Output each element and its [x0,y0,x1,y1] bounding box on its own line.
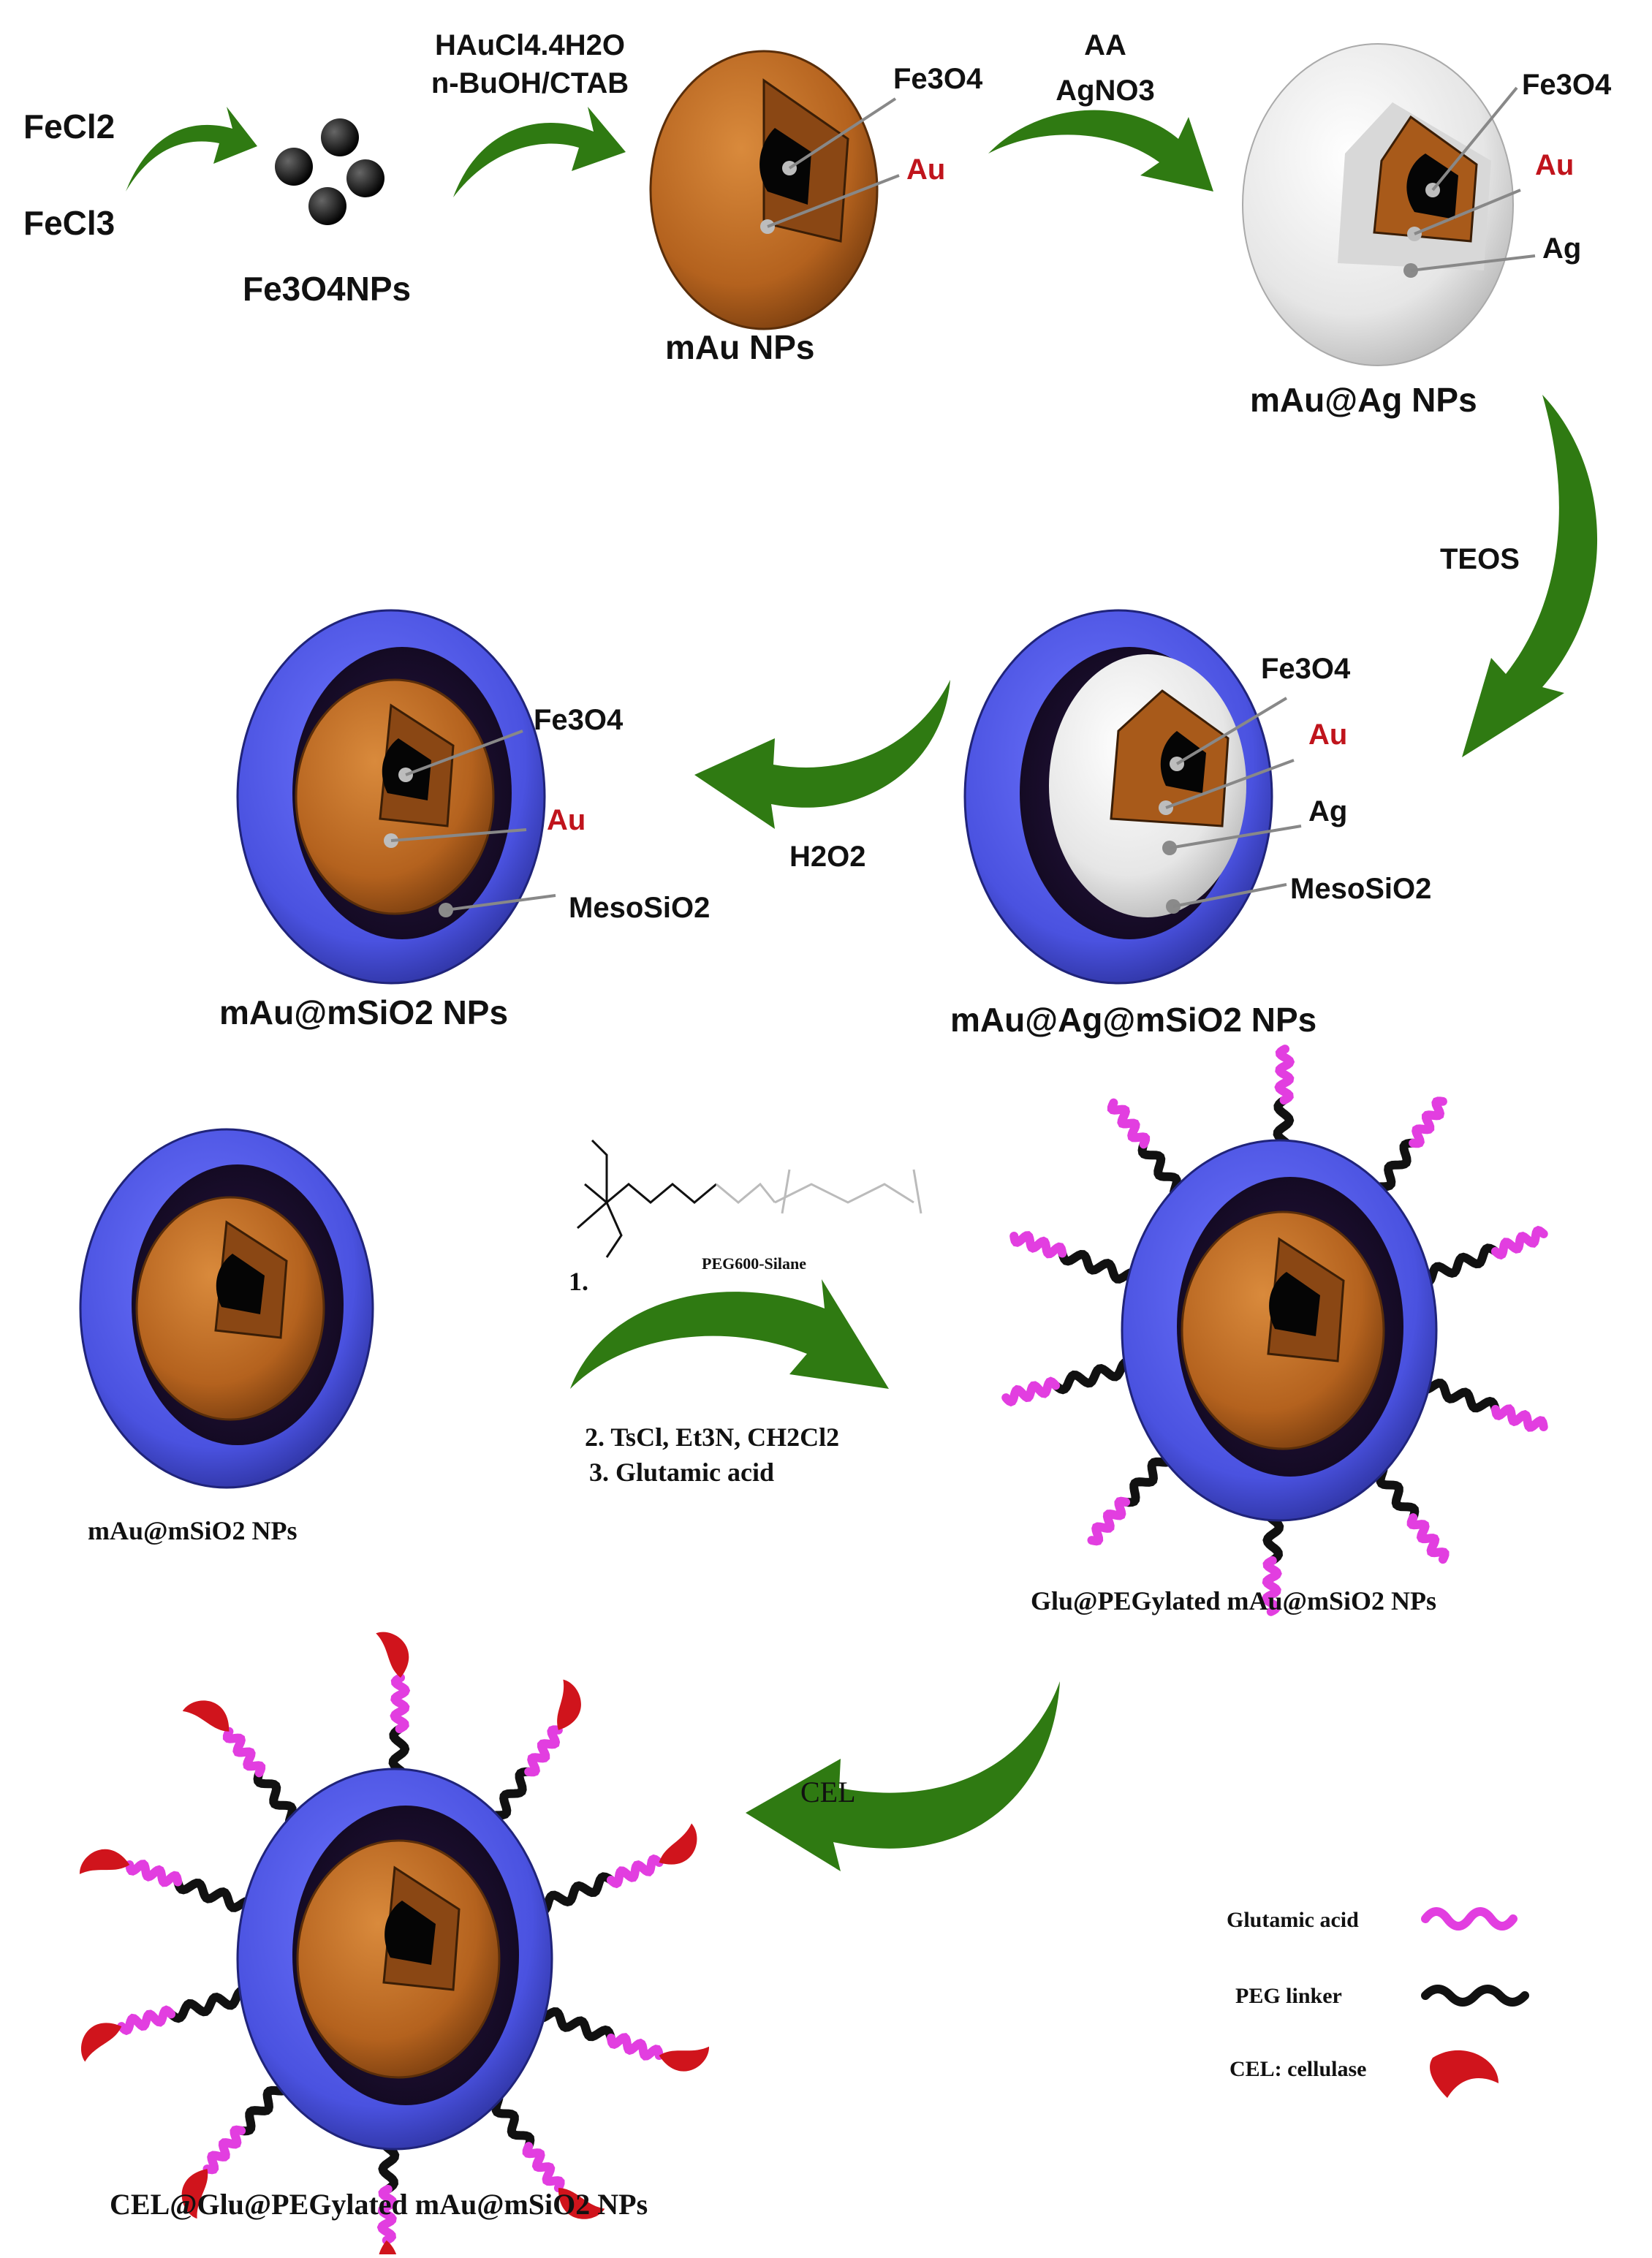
glutamic-acid-chain [1274,1045,1295,1105]
mau-msio2-au-label: Au [547,804,586,836]
glutamic-acid-chain [606,2033,664,2061]
reagent-haucl4-label: HAuCl4.4H2O [434,29,626,61]
mau-ag-au-label: Au [1535,149,1575,181]
cellulase-enzyme [557,1679,581,1730]
peg-step2-label: 2. TsCl, Et3N, CH2Cl2 [585,1422,840,1452]
legend-cellulase-label: CEL: cellulase [1229,2057,1367,2081]
cellulase-enzyme [182,1700,230,1732]
glutamic-acid-chain [1409,1096,1447,1148]
fe3o4-nanoparticle-cluster [275,118,384,225]
peg-linker-chain [1415,1243,1500,1287]
mau-msio2-nps-label: mAu@mSiO2 NPs [219,993,509,1031]
mau-msio2-small-label: mAu@mSiO2 NPs [88,1516,298,1545]
glutamic-acid-chain [606,1854,664,1889]
peg-linker-chain [173,1877,258,1914]
mau-ag-msio2-au-label: Au [1308,719,1348,751]
arrow-h2o2-left [694,680,950,829]
glutamic-acid-chain [1490,1225,1548,1260]
cellulase-enzyme [181,2169,208,2219]
arrow-cel-left [746,1681,1060,1871]
reagent-teos-label: TEOS [1440,543,1520,575]
mau-nps-label: mAu NPs [665,328,815,366]
glutamic-acid-chain [1490,1404,1548,1432]
reagent-buoh-ctab-label: n-BuOH/CTAB [431,67,629,99]
arrow-fecl-to-fe3o4 [126,107,257,192]
arrow-to-mau [453,107,626,197]
mau-msio2-particle [236,609,556,985]
mau-ag-msio2-particle [963,609,1302,985]
glu-peg-nps-label: Glu@PEGylated mAu@mSiO2 NPs [1031,1586,1437,1615]
glutamic-acid-chain [1087,1496,1131,1546]
fecl3-label: FeCl3 [23,204,115,242]
peg-linker-chain [167,1986,254,2023]
cellulase-enzyme [659,2046,710,2072]
arrow-teos-down [1462,395,1598,757]
reagent-h2o2-label: H2O2 [789,841,866,873]
legend-glutamic-swatch [1421,1907,1518,1931]
fe3o4-particle [321,118,359,156]
legend-peg-label: PEG linker [1235,1984,1342,2008]
mau-ag-fe3o4-label: Fe3O4 [1522,69,1612,101]
reagent-agno3-label: AgNO3 [1056,75,1155,107]
mau-ag-nps-label: mAu@Ag NPs [1250,381,1477,419]
glutamic-acid-chain [524,1725,563,1777]
peg-linker-chain [1051,1357,1138,1395]
cellulase-enzyme [376,1632,409,1678]
mau-ag-ag-label: Ag [1542,232,1582,265]
fe3o4-particle [308,187,346,225]
mau-fe3o4-label: Fe3O4 [893,63,983,95]
peg-linker-chain [531,1872,615,1916]
mau-ag-msio2-ag-label: Ag [1308,795,1348,827]
peg-silane-structure [577,1139,922,1258]
fecl2-label: FeCl2 [23,107,115,145]
glutamic-acid-chain [1406,1513,1450,1564]
legend-glutamic-label: Glutamic acid [1227,1908,1359,1932]
cellulase-enzyme [80,2023,122,2062]
fe3o4-particle [275,148,313,186]
cel-glu-peg-nps-label: CEL@Glu@PEGylated mAu@mSiO2 NPs [110,2188,648,2221]
cellulase-enzyme [659,1823,697,1865]
glutamic-acid-chain [376,2184,398,2245]
cel-glu-pegylated-particle [79,1632,710,2258]
glu-pegylated-particle [1001,1045,1548,1616]
mau-ag-particle [1242,43,1536,366]
glutamic-acid-chain [125,1860,183,1887]
glutamic-acid-chain [1261,1556,1282,1616]
peg-linker-chain [1058,1249,1143,1285]
cellulase-enzyme [79,1849,130,1874]
mau-ag-msio2-fe3o4-label: Fe3O4 [1261,653,1351,685]
mau-msio2-fe3o4-label: Fe3O4 [534,704,624,736]
fe3o4-particle [346,159,384,197]
glutamic-acid-chain [1107,1098,1151,1149]
glutamic-acid-chain [202,2125,246,2175]
fe3o4-nps-label: Fe3O4NPs [243,270,412,308]
reagent-cel-label: CEL [800,1776,856,1808]
arrow-peg-right [570,1279,889,1389]
peg-step3-label: 3. Glutamic acid [589,1458,774,1487]
peg-silane-label: PEG600-Silane [702,1254,807,1273]
glutamic-acid-chain [390,1673,411,1734]
arrow-to-mau-ag [988,110,1213,192]
peg-linker-chain [1415,1377,1500,1414]
legend-peg-swatch [1421,1985,1529,2007]
mau-msio2-small-particle [79,1128,374,1489]
glutamic-acid-chain [1009,1231,1067,1259]
peg-step1-label: 1. [569,1267,588,1296]
reagent-aa-label: AA [1084,29,1126,61]
mau-au-label: Au [906,154,946,186]
glutamic-acid-chain [117,2005,176,2036]
mau-msio2-meso-label: MesoSiO2 [569,892,711,924]
mau-particle [649,50,900,330]
mau-ag-msio2-nps-label: mAu@Ag@mSiO2 NPs [950,1001,1317,1039]
glutamic-acid-chain [522,2142,565,2193]
mau-ag-msio2-meso-label: MesoSiO2 [1290,873,1432,905]
legend-cellulase-swatch [1430,2050,1498,2098]
cellulase-enzyme [378,2240,398,2258]
cellulase-enzyme [558,2188,605,2219]
peg-linker-chain [531,2006,615,2042]
glutamic-acid-chain [1001,1376,1061,1407]
glutamic-acid-chain [222,1727,266,1778]
